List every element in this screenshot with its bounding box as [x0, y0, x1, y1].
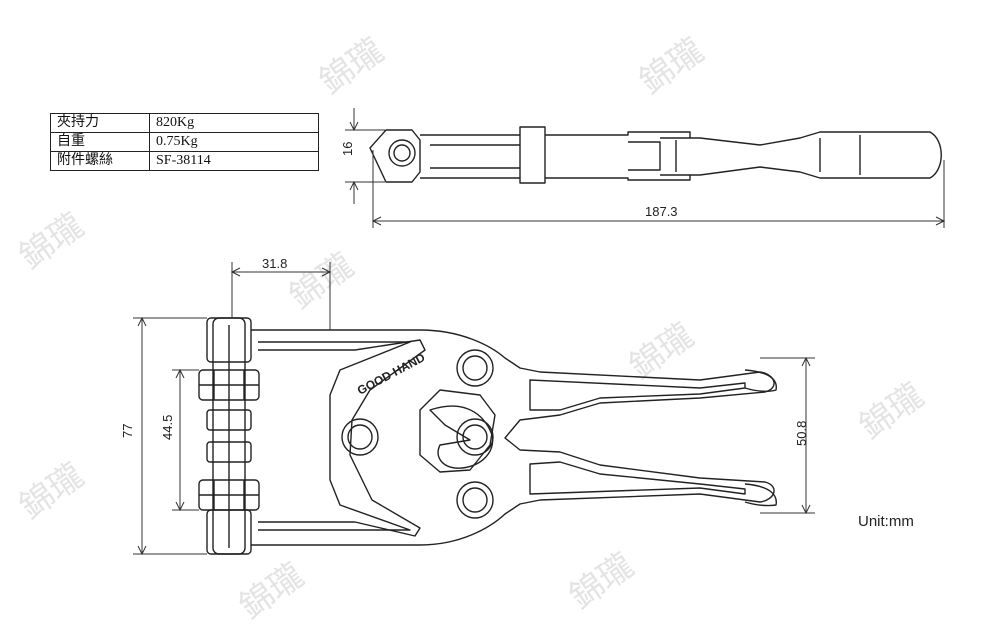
spec-value: SF-38114: [149, 151, 319, 171]
table-row: 自重 0.75Kg: [50, 132, 319, 152]
watermark: 錦瓏: [312, 31, 391, 103]
brand-mark: GOOD HAND: [355, 350, 428, 398]
watermark: 錦瓏: [282, 246, 361, 318]
dim-offset: 31.8: [262, 256, 287, 271]
main-dimensions: [133, 262, 815, 556]
spec-value: 820Kg: [149, 113, 319, 133]
dim-bolt-span: 44.5: [160, 415, 175, 440]
dim-side-height: 16: [340, 142, 355, 156]
spec-label: 自重: [50, 132, 150, 152]
dim-side-length: 187.3: [645, 204, 678, 219]
spec-table: 夾持力 820Kg 自重 0.75Kg 附件螺絲 SF-38114: [50, 113, 319, 171]
spec-label: 附件螺絲: [50, 151, 150, 171]
dim-total-height: 77: [120, 424, 135, 438]
unit-label: Unit:mm: [858, 513, 914, 530]
watermark: 錦瓏: [632, 31, 711, 103]
spec-label: 夾持力: [50, 113, 150, 133]
side-dimensions: [345, 108, 946, 228]
spec-value: 0.75Kg: [149, 132, 319, 152]
table-row: 夾持力 820Kg: [50, 113, 319, 133]
watermark: 錦瓏: [852, 376, 931, 448]
table-row: 附件螺絲 SF-38114: [50, 151, 319, 171]
watermark: 錦瓏: [232, 556, 311, 628]
watermark: 錦瓏: [12, 206, 91, 278]
dim-handle-span: 50.8: [794, 421, 809, 446]
top-view: [198, 317, 777, 555]
side-view: [369, 126, 942, 184]
watermark: 錦瓏: [12, 456, 91, 528]
watermark: 錦瓏: [562, 546, 641, 618]
